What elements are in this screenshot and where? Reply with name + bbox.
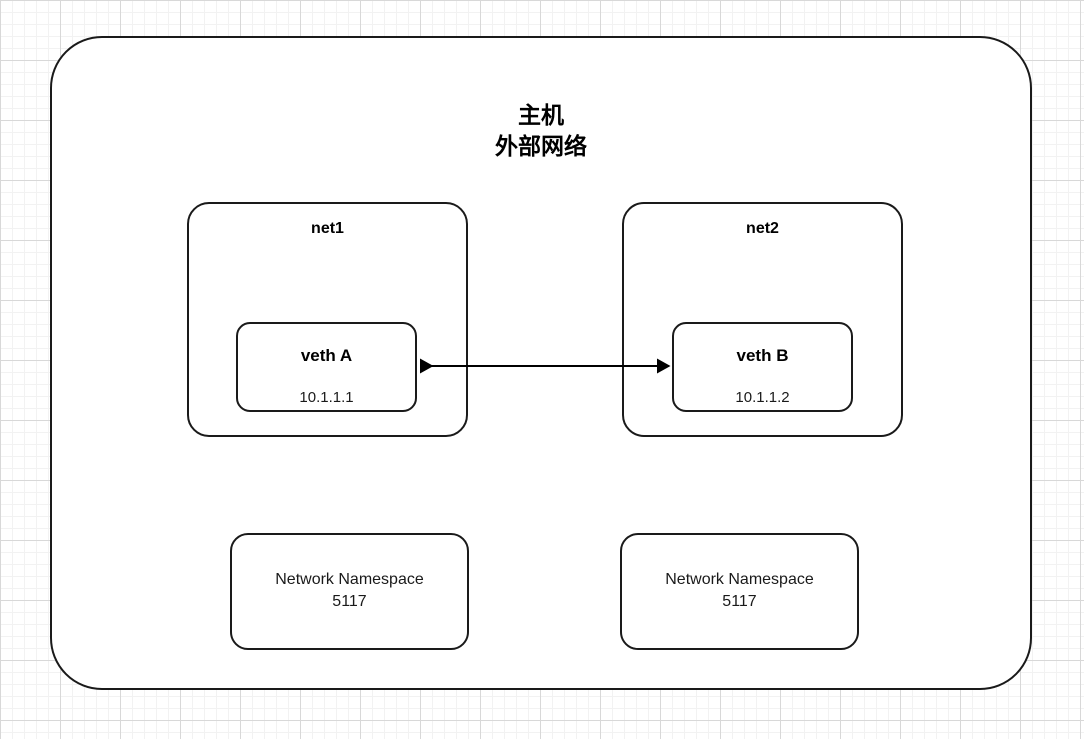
net2-label: net2 <box>746 220 779 237</box>
namespace-right-box[interactable] <box>620 533 859 650</box>
veth-b-name-label: veth B <box>736 346 789 365</box>
namespace-left-box[interactable] <box>230 533 469 650</box>
namespace-left-label: Network Namespace 5117 <box>275 571 424 610</box>
veth-b-box[interactable] <box>672 322 853 412</box>
host-title-label: 主机 外部网络 <box>495 102 587 159</box>
veth-a-name-label: veth A <box>300 346 353 365</box>
veth-a-ip-label: 10.1.1.1 <box>299 389 354 406</box>
veth-a-box[interactable] <box>236 322 417 412</box>
net2-group-box[interactable] <box>622 202 903 437</box>
net1-label: net1 <box>311 220 344 237</box>
namespace-right-label: Network Namespace 5117 <box>665 571 814 610</box>
veth-b-ip-label: 10.1.1.2 <box>735 389 790 406</box>
